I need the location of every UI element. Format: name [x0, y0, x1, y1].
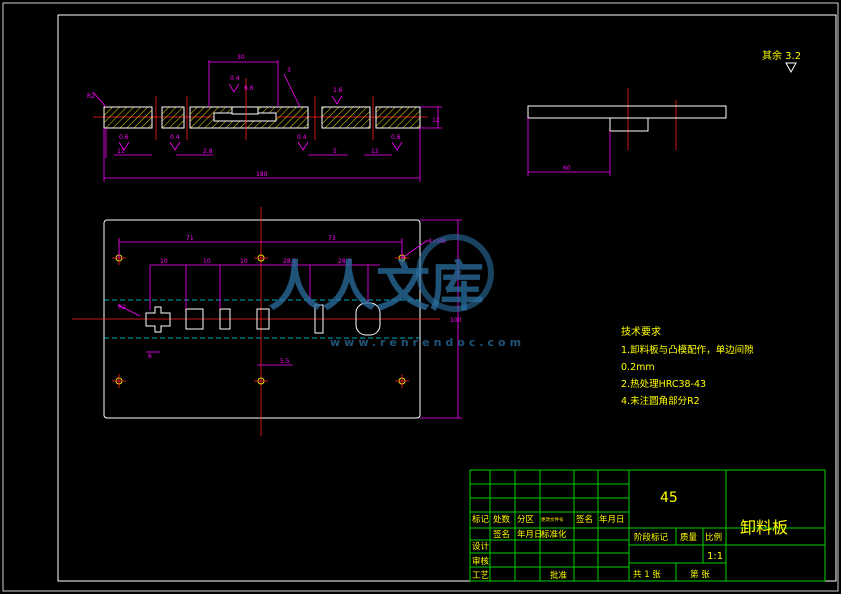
svg-text:60: 60 — [563, 165, 571, 172]
svg-text:设计: 设计 — [472, 541, 490, 552]
svg-text:0.4: 0.4 — [170, 134, 180, 141]
svg-text:质量: 质量 — [680, 532, 698, 543]
svg-text:第 张: 第 张 — [690, 569, 710, 580]
svg-text:28.5: 28.5 — [283, 258, 297, 265]
svg-text:10: 10 — [240, 258, 248, 265]
watermark: 人人文库 www.renrendoc.com — [268, 234, 525, 349]
svg-text:技术要求: 技术要求 — [621, 325, 661, 338]
svg-text:处数: 处数 — [493, 514, 511, 525]
svg-text:R2: R2 — [87, 93, 95, 100]
svg-text:1.6: 1.6 — [333, 87, 343, 94]
svg-text:分区: 分区 — [517, 515, 535, 525]
svg-text:共 1 张: 共 1 张 — [633, 570, 661, 580]
svg-text:1.卸料板与凸模配作，单边间隙: 1.卸料板与凸模配作，单边间隙 — [621, 344, 754, 356]
svg-text:0.4: 0.4 — [230, 75, 240, 82]
svg-text:45: 45 — [660, 490, 678, 506]
svg-text:10: 10 — [203, 258, 211, 265]
svg-text:180: 180 — [256, 171, 268, 178]
svg-text:更改文件号: 更改文件号 — [541, 516, 564, 523]
svg-text:12: 12 — [432, 117, 440, 124]
svg-text:30: 30 — [237, 54, 245, 61]
svg-text:标准化: 标准化 — [541, 529, 567, 540]
svg-text:0.2mm: 0.2mm — [621, 362, 655, 373]
svg-text:卸料板: 卸料板 — [740, 518, 788, 537]
svg-text:28.5: 28.5 — [338, 258, 352, 265]
svg-text:71: 71 — [186, 235, 194, 242]
svg-text:5.5: 5.5 — [280, 358, 290, 365]
svg-text:其余 3.2: 其余 3.2 — [762, 49, 801, 62]
svg-text:6: 6 — [148, 353, 152, 360]
svg-text:11: 11 — [117, 148, 125, 155]
svg-text:年月日: 年月日 — [599, 514, 625, 525]
svg-text:0.6: 0.6 — [119, 134, 129, 141]
svg-text:0.4: 0.4 — [297, 134, 307, 141]
svg-text:签名: 签名 — [576, 514, 593, 525]
svg-text:签名: 签名 — [493, 529, 510, 540]
section-view: 180 30 12 11 2.8 5 12 0.6 0.4 0.4 0.6 0.… — [87, 54, 442, 182]
svg-text:2.热处理HRC38-43: 2.热处理HRC38-43 — [621, 378, 706, 390]
inner-frame — [57, 14, 837, 582]
svg-text:10: 10 — [160, 258, 168, 265]
surface-finish-note: 其余 3.2 — [762, 49, 801, 74]
svg-text:4.未注圆角部分R2: 4.未注圆角部分R2 — [621, 395, 700, 407]
svg-text:比例: 比例 — [705, 532, 722, 543]
svg-text:R2: R2 — [118, 304, 126, 311]
plan-view: 71 73 10 10 10 28.5 28.5 100 4×M8 5.5 6 … — [72, 207, 462, 436]
svg-text:0.6: 0.6 — [391, 134, 401, 141]
svg-text:人人文库: 人人文库 — [268, 255, 484, 318]
side-view: 60 — [527, 88, 727, 176]
svg-text:www.renrendoc.com: www.renrendoc.com — [330, 336, 525, 349]
svg-text:5: 5 — [333, 148, 337, 155]
title-block: 标记 处数 分区 更改文件号 签名 年月日 签名 年月日 标准化 设计 审核 工… — [469, 469, 826, 582]
svg-text:6.6: 6.6 — [244, 85, 254, 92]
svg-text:1:1: 1:1 — [707, 551, 723, 562]
svg-text:阶段标记: 阶段标记 — [634, 532, 669, 543]
tech-requirements: 技术要求 1.卸料板与凸模配作，单边间隙 0.2mm 2.热处理HRC38-43… — [621, 325, 754, 407]
svg-text:12: 12 — [371, 148, 379, 155]
svg-text:3: 3 — [287, 67, 291, 74]
svg-text:工艺: 工艺 — [472, 571, 489, 581]
svg-text:73: 73 — [328, 235, 336, 242]
svg-text:2.8: 2.8 — [203, 148, 213, 155]
svg-text:标记: 标记 — [472, 514, 490, 525]
svg-text:批准: 批准 — [550, 570, 568, 581]
svg-text:年月日: 年月日 — [517, 529, 543, 540]
svg-text:100: 100 — [450, 317, 462, 324]
svg-text:审核: 审核 — [472, 556, 490, 567]
